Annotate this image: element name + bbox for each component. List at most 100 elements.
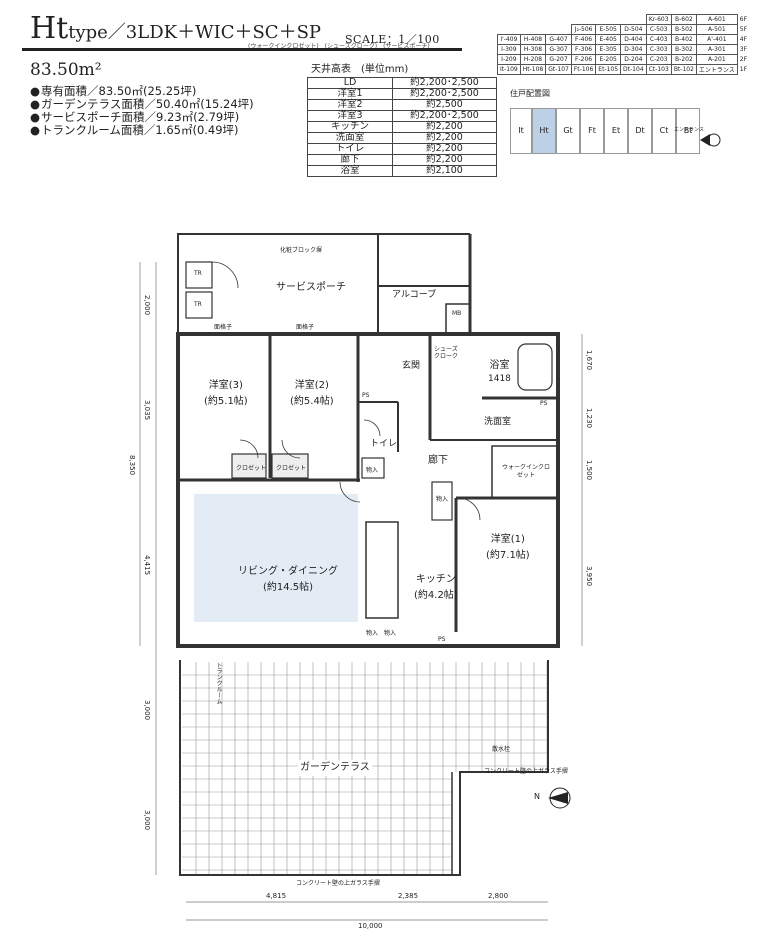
spec-trunk: トランクルーム面積／1.65㎡(0.49坪) xyxy=(30,124,254,137)
type-name: Ht xyxy=(30,11,69,46)
floor-label: 3F xyxy=(739,46,748,53)
mb-box xyxy=(445,303,471,335)
dim-bottom-2: 2,385 xyxy=(398,892,419,900)
bath-size: 1418 xyxy=(488,374,511,384)
lattice-note-1: 面格子 xyxy=(214,324,233,331)
wic-label: ウォークインクロゼット xyxy=(501,464,550,479)
living-label: リビング・ダイニング (約14.5帖) xyxy=(238,564,338,596)
location-unit: It xyxy=(510,108,532,154)
unit-cell: Ft-106 xyxy=(570,64,597,75)
dim-bottom-3: 2,800 xyxy=(488,892,509,900)
service-porch-label: サービスポーチ xyxy=(276,282,346,293)
storage-label-3: 物入 xyxy=(366,630,379,637)
closet-box-2 xyxy=(271,453,309,479)
location-unit: Dt xyxy=(628,108,652,154)
dim-left-5: 3,000 xyxy=(143,700,151,721)
dim-left-6: 3,000 xyxy=(143,810,151,831)
compass-icon xyxy=(548,787,571,809)
location-unit: Bt xyxy=(676,108,700,154)
dim-right-1: 1,670 xyxy=(585,350,593,371)
dim-bottom-4: 10,000 xyxy=(358,922,383,930)
kitchen-counter xyxy=(365,521,399,619)
location-map-title: 住戸配置図 xyxy=(510,89,550,98)
storage-label-2: 物入 xyxy=(436,496,449,503)
unit-cell: Bt-102 xyxy=(670,64,697,75)
bath-tub xyxy=(517,343,553,391)
washroom-label: 洗面室 xyxy=(484,417,512,427)
spec-porch: サービスポーチ面積／9.23㎡(2.79坪) xyxy=(30,111,254,124)
western2-name: 洋室(2) xyxy=(294,380,329,391)
western3-size: (約5.1帖) xyxy=(204,396,248,407)
toilet-label: トイレ xyxy=(370,439,398,449)
floor-label: 4F xyxy=(739,36,748,43)
dim-left-3: 4,415 xyxy=(143,555,151,576)
living-name: リビング・ダイニング xyxy=(238,566,338,577)
floor-label: 2F xyxy=(739,56,748,63)
ceiling-title: 天井高表 (単位mm) xyxy=(311,64,409,75)
bath-label: 浴室 1418 xyxy=(488,358,511,384)
ceiling-row: 浴室約2,100 xyxy=(307,165,497,177)
scale-label: SCALE：1／100 xyxy=(345,33,440,46)
faucet-note: 散水栓 xyxy=(492,746,511,753)
wic-outline xyxy=(491,445,559,499)
floor-label: 1F xyxy=(739,66,748,73)
alcove-label: アルコーブ xyxy=(392,290,437,300)
type-suffix: type xyxy=(68,22,108,43)
entrance-label: 玄関 xyxy=(402,361,421,371)
ceiling-height: 約2,100 xyxy=(392,165,497,177)
rail-note-right: コンクリート壁の上ガラス手摺 xyxy=(484,768,568,775)
door-arc-ld xyxy=(339,481,361,503)
location-unit: Ct xyxy=(652,108,676,154)
western3-label: 洋室(3) (約5.1帖) xyxy=(204,378,248,410)
storage-label-4: 物入 xyxy=(384,630,397,637)
spec-exclusive: 専有面積／83.50㎡(25.25坪) xyxy=(30,85,254,98)
western2-label: 洋室(2) (約5.4帖) xyxy=(290,378,334,410)
unit-cell: Ct-103 xyxy=(645,64,672,75)
layout-ruby: (ウォークインクロゼット) (シューズクローク) (サービスポーチ) xyxy=(248,43,430,50)
type-title: Httype／3LDK＋WIC＋SC＋SP xyxy=(30,14,321,48)
door-arc-w2 xyxy=(281,439,301,459)
storage-label-1: 物入 xyxy=(366,467,379,474)
dim-left-2: 3,035 xyxy=(143,400,151,421)
dim-right-2: 1,230 xyxy=(585,408,593,429)
dim-left-4: 8,350 xyxy=(128,455,136,476)
location-unit: Et xyxy=(604,108,628,154)
ps-label-1: PS xyxy=(362,392,370,399)
location-entrance: エントランス xyxy=(674,127,704,133)
unit-cell: Et-105 xyxy=(595,64,622,75)
mb-label: MB xyxy=(452,310,462,317)
unit-cell: エントランス xyxy=(695,64,738,75)
area-specs: 専有面積／83.50㎡(25.25坪) ガーデンテラス面積／50.40㎡(15.… xyxy=(30,85,254,137)
kitchen-label: キッチン (約4.2帖) xyxy=(414,572,458,604)
dim-bottom-1: 4,815 xyxy=(266,892,287,900)
storage-box-2 xyxy=(431,481,453,521)
garden-label: ガーデンテラス xyxy=(298,760,372,776)
ceiling-row: 洗面室約2,200 xyxy=(307,132,497,144)
tr-label-1: TR xyxy=(194,270,202,277)
door-arc-w3 xyxy=(239,439,259,459)
floor-label: 5F xyxy=(739,26,748,33)
living-size: (約14.5帖) xyxy=(262,582,314,593)
dim-right-4: 3,950 xyxy=(585,566,593,587)
western1-name: 洋室(1) xyxy=(490,534,525,545)
floor-label: 6F xyxy=(739,16,748,23)
trunk-note: トランクルーム xyxy=(215,662,222,704)
location-unit: Gt xyxy=(556,108,580,154)
western1-size: (約7.1帖) xyxy=(486,550,530,561)
tr-box-2 xyxy=(185,291,213,319)
garden-outline xyxy=(179,660,549,876)
dim-right-3: 1,500 xyxy=(585,460,593,481)
ps-label-3: PS xyxy=(438,636,446,643)
title-rule xyxy=(22,48,462,51)
bath-name: 浴室 xyxy=(489,360,510,371)
door-arc-w1 xyxy=(457,497,481,521)
total-area: 83.50m² xyxy=(30,60,102,80)
